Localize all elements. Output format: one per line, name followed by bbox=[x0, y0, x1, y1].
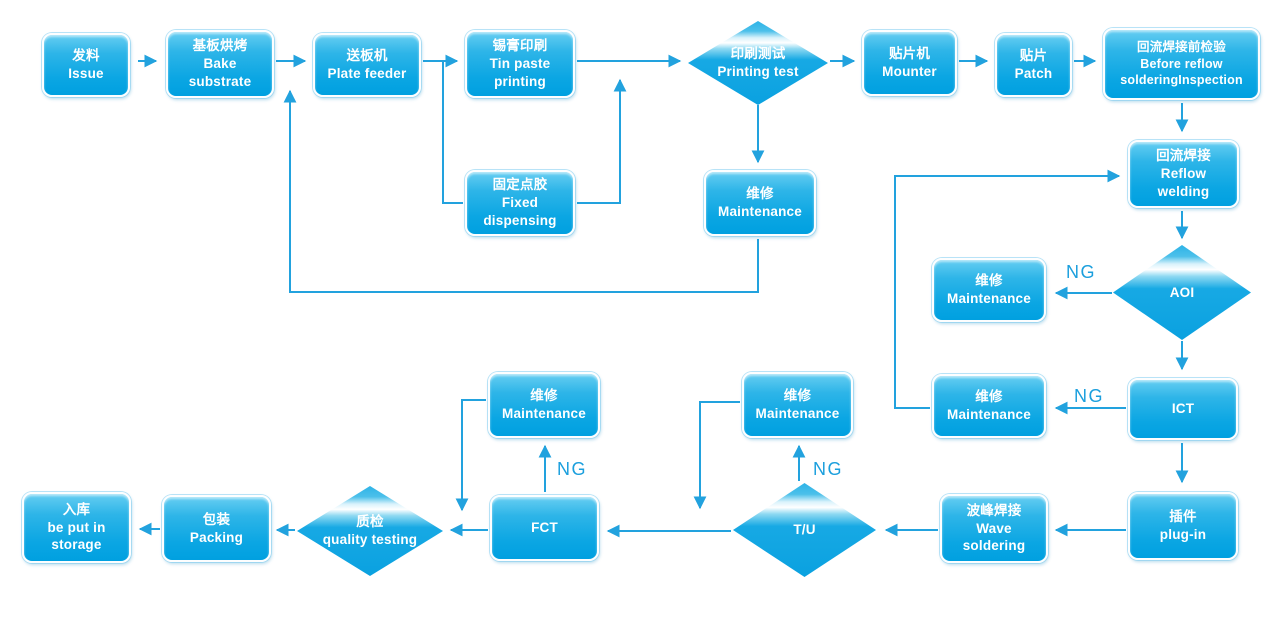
node-label-en: Maintenance bbox=[718, 204, 802, 219]
node-label-zh: 波峰焊接 bbox=[966, 502, 1022, 518]
node-maintenance-printing: 维修 Maintenance bbox=[704, 170, 816, 236]
label-ng-fct: NG bbox=[557, 459, 587, 479]
node-label-en: Wave soldering bbox=[962, 520, 1026, 554]
node-label-zh: 回流焊接 bbox=[1156, 148, 1211, 164]
node-label-zh: 包装 bbox=[202, 511, 231, 527]
node-mounter: 贴片机 Mounter bbox=[862, 30, 957, 96]
node-label-en: Reflow welding bbox=[1157, 166, 1210, 199]
node-plate-feeder: 送板机 Plate feeder bbox=[313, 33, 421, 97]
node-label-en: Packing bbox=[189, 529, 244, 545]
node-label-en: Before reflow solderingInspection bbox=[1120, 56, 1243, 88]
connector-dispensing-merge bbox=[577, 78, 627, 204]
node-label-en: Maintenance bbox=[947, 291, 1031, 306]
node-label-zh: 维修 bbox=[975, 389, 1003, 405]
node-before-reflow-inspection: 回流焊接前检验 Before reflow solderingInspectio… bbox=[1103, 28, 1260, 100]
node-label-en: Maintenance bbox=[755, 406, 840, 421]
node-label-zh: 维修 bbox=[783, 388, 812, 404]
node-storage: 入库 be put in storage bbox=[22, 492, 131, 563]
connector-branch-to-dispensing bbox=[442, 62, 463, 204]
node-label-en: ICT bbox=[1171, 401, 1195, 417]
label-ng-aoi: NG bbox=[1066, 262, 1096, 282]
node-label-en: quality testing bbox=[322, 532, 418, 547]
node-label-en: Maintenance bbox=[947, 407, 1031, 422]
node-ict: ICT bbox=[1128, 378, 1238, 440]
node-label-zh: 锡膏印刷 bbox=[492, 38, 548, 54]
node-label-en: be put in storage bbox=[47, 519, 106, 553]
node-packing: 包装 Packing bbox=[162, 495, 271, 562]
node-label-zh: 维修 bbox=[530, 388, 558, 404]
node-label-zh: 插件 bbox=[1169, 509, 1197, 525]
node-label-zh: 印刷测试 bbox=[730, 46, 786, 62]
node-label-en: Fixed dispensing bbox=[483, 195, 557, 228]
node-label-en: AOI bbox=[1169, 284, 1195, 300]
node-label-zh: 基板烘烤 bbox=[192, 38, 248, 54]
node-maintenance-tu: 维修 Maintenance bbox=[742, 372, 853, 438]
node-fct: FCT bbox=[490, 495, 599, 561]
node-label-zh: 固定点胶 bbox=[492, 177, 548, 193]
node-reflow-welding: 回流焊接 Reflow welding bbox=[1128, 140, 1239, 208]
node-label-zh: 维修 bbox=[975, 273, 1003, 289]
node-label-zh: 贴片 bbox=[1019, 48, 1048, 64]
node-label-en: plug-in bbox=[1159, 527, 1207, 542]
node-issue: 发料 Issue bbox=[42, 33, 130, 97]
node-label-zh: 贴片机 bbox=[888, 46, 931, 62]
connector-maintenance-tu-merge bbox=[693, 401, 740, 510]
node-label-en: T/U bbox=[793, 522, 816, 538]
node-bake-substrate: 基板烘烤 Bake substrate bbox=[166, 30, 274, 98]
node-plug-in: 插件 plug-in bbox=[1128, 492, 1238, 560]
node-label-en: Tin paste printing bbox=[489, 56, 551, 89]
node-label-en: Maintenance bbox=[502, 406, 586, 421]
node-label-zh: 回流焊接前检验 bbox=[1137, 40, 1226, 55]
node-label-en: Bake substrate bbox=[188, 56, 252, 89]
node-label-en: Issue bbox=[68, 66, 104, 81]
node-label-zh: 维修 bbox=[746, 186, 774, 202]
connector-maintenance-bake-loop bbox=[283, 89, 759, 293]
node-maintenance-fct: 维修 Maintenance bbox=[488, 372, 600, 438]
node-fixed-dispensing: 固定点胶 Fixed dispensing bbox=[465, 170, 575, 236]
node-maintenance-ict: 维修 Maintenance bbox=[932, 374, 1046, 438]
node-label-zh: 发料 bbox=[72, 48, 100, 64]
node-label-zh: 质检 bbox=[356, 514, 384, 530]
label-ng-tu: NG bbox=[813, 459, 843, 479]
node-tin-paste-printing: 锡膏印刷 Tin paste printing bbox=[465, 30, 575, 98]
node-label-en: Patch bbox=[1014, 66, 1053, 81]
connector-maintenance-reflow-loop bbox=[894, 169, 1121, 409]
node-label-en: FCT bbox=[531, 520, 558, 536]
node-label-zh: 入库 bbox=[62, 501, 91, 517]
node-patch: 贴片 Patch bbox=[995, 33, 1072, 97]
node-label-zh: 送板机 bbox=[346, 48, 388, 64]
node-label-en: Printing test bbox=[717, 64, 799, 79]
node-wave-soldering: 波峰焊接 Wave soldering bbox=[940, 494, 1048, 563]
label-ng-ict: NG bbox=[1074, 386, 1104, 406]
node-label-en: Plate feeder bbox=[327, 66, 407, 81]
node-label-en: Mounter bbox=[882, 64, 937, 79]
node-maintenance-aoi: 维修 Maintenance bbox=[932, 258, 1046, 322]
connector-maintenance-fct-merge bbox=[455, 399, 486, 512]
